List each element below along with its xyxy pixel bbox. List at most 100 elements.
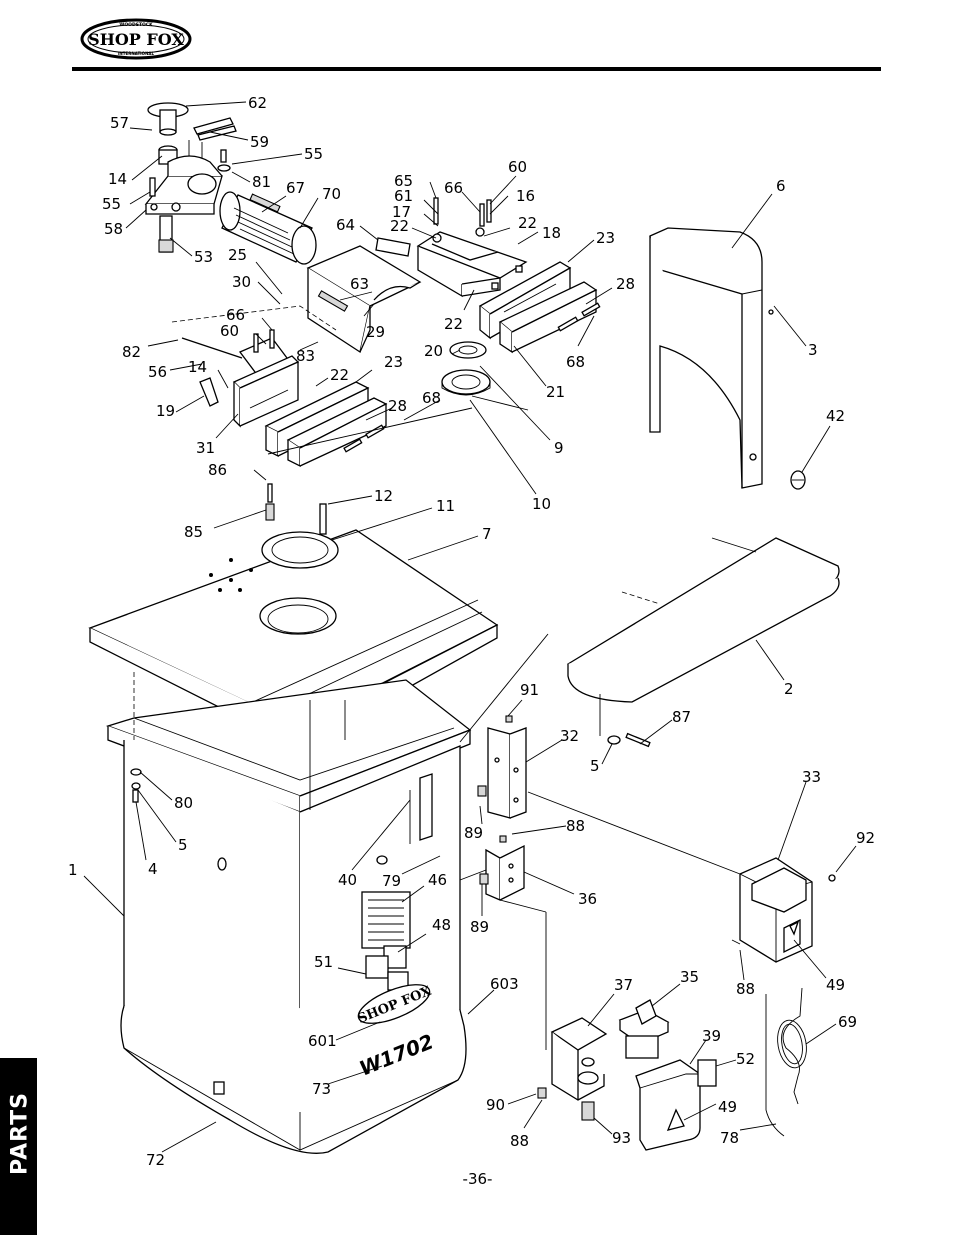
power-cord-69 <box>765 987 807 1137</box>
callout-23: 23 <box>384 353 403 371</box>
callout-11: 11 <box>436 497 455 515</box>
callout-67: 67 <box>286 179 305 197</box>
callout-17: 17 <box>392 203 411 221</box>
callout-58: 58 <box>104 220 123 238</box>
callout-42: 42 <box>826 407 845 425</box>
callout-28: 28 <box>616 275 635 293</box>
callout-16: 16 <box>516 187 535 205</box>
callout-52: 52 <box>736 1050 755 1068</box>
fence-board-right <box>478 261 601 354</box>
logo-arc-bottom-text: INTERNATIONAL <box>118 51 155 56</box>
callout-61: 61 <box>394 187 413 205</box>
callout-12: 12 <box>374 487 393 505</box>
callout-40: 40 <box>338 871 357 889</box>
callout-92: 92 <box>856 829 875 847</box>
callout-64: 64 <box>336 216 355 234</box>
callout-66: 66 <box>226 306 245 324</box>
callout-5: 5 <box>590 757 600 775</box>
callout-60: 60 <box>508 158 527 176</box>
callout-601: 601 <box>308 1032 337 1050</box>
callout-89: 89 <box>470 918 489 936</box>
roller-guard-67 <box>219 191 317 265</box>
switch-cover-39 <box>635 1059 717 1151</box>
callout-60: 60 <box>220 322 239 340</box>
callout-32: 32 <box>560 727 579 745</box>
spindle-guard-assembly <box>144 102 237 253</box>
callout-35: 35 <box>680 968 699 986</box>
fence-bracket-31 <box>171 305 337 428</box>
callout-80: 80 <box>174 794 193 812</box>
page-number: -36- <box>462 1170 493 1188</box>
callout-23: 23 <box>596 229 615 247</box>
callout-62: 62 <box>248 94 267 112</box>
callout-29: 29 <box>366 323 385 341</box>
callout-79: 79 <box>382 872 401 890</box>
logo-brand-text: SHOP FOX <box>88 30 184 49</box>
callout-33: 33 <box>802 768 821 786</box>
callout-46: 46 <box>428 871 447 889</box>
callout-3: 3 <box>808 341 818 359</box>
callout-83: 83 <box>296 347 315 365</box>
callout-39: 39 <box>702 1027 721 1045</box>
dust-hood-6 <box>649 227 774 489</box>
callout-69: 69 <box>838 1013 857 1031</box>
callout-5: 5 <box>178 836 188 854</box>
callout-22: 22 <box>444 315 463 333</box>
table-insert-rings <box>441 341 491 396</box>
callout-31: 31 <box>196 439 215 457</box>
callout-6: 6 <box>776 177 786 195</box>
callout-49: 49 <box>718 1098 737 1116</box>
callout-66: 66 <box>444 179 463 197</box>
callout-82: 82 <box>122 343 141 361</box>
mount-bracket-32 <box>477 715 527 819</box>
callout-91: 91 <box>520 681 539 699</box>
callout-25: 25 <box>228 246 247 264</box>
extension-hardware <box>607 732 836 882</box>
fence-housing-29 <box>306 237 422 354</box>
callout-18: 18 <box>542 224 561 242</box>
shop-fox-logo: WOODSTOCK SHOP FOX INTERNATIONAL <box>80 18 192 60</box>
header-rule <box>72 67 881 71</box>
callout-72: 72 <box>146 1151 165 1169</box>
callout-603: 603 <box>490 975 519 993</box>
callout-55: 55 <box>102 195 121 213</box>
callout-22: 22 <box>330 366 349 384</box>
callout-2: 2 <box>784 680 794 698</box>
callout-19: 19 <box>156 402 175 420</box>
switch-bracket-37 <box>537 1017 608 1121</box>
extension-table-2 <box>567 537 840 703</box>
callout-89: 89 <box>464 824 483 842</box>
callout-1: 1 <box>68 861 78 879</box>
callout-10: 10 <box>532 495 551 513</box>
callout-7: 7 <box>482 525 492 543</box>
callout-73: 73 <box>312 1080 331 1098</box>
callout-68: 68 <box>422 389 441 407</box>
callout-93: 93 <box>612 1129 631 1147</box>
section-side-tab <box>0 1058 37 1235</box>
callout-36: 36 <box>578 890 597 908</box>
callout-59: 59 <box>250 133 269 151</box>
callout-20: 20 <box>424 342 443 360</box>
knob-42 <box>790 470 806 490</box>
callout-70: 70 <box>322 185 341 203</box>
callout-22: 22 <box>390 217 409 235</box>
callout-78: 78 <box>720 1129 739 1147</box>
assembly-lines <box>267 395 757 1050</box>
callout-48: 48 <box>432 916 451 934</box>
callout-49: 49 <box>826 976 845 994</box>
callout-86: 86 <box>208 461 227 479</box>
callout-63: 63 <box>350 275 369 293</box>
callout-22: 22 <box>518 214 537 232</box>
callout-57: 57 <box>110 114 129 132</box>
callout-68: 68 <box>566 353 585 371</box>
callout-88: 88 <box>510 1132 529 1150</box>
switch-box-33 <box>739 857 813 963</box>
leader-lines <box>83 101 857 1153</box>
callout-4: 4 <box>148 860 158 878</box>
callout-14: 14 <box>108 170 127 188</box>
callout-30: 30 <box>232 273 251 291</box>
callout-14: 14 <box>188 358 207 376</box>
callout-9: 9 <box>554 439 564 457</box>
callout-65: 65 <box>394 172 413 190</box>
